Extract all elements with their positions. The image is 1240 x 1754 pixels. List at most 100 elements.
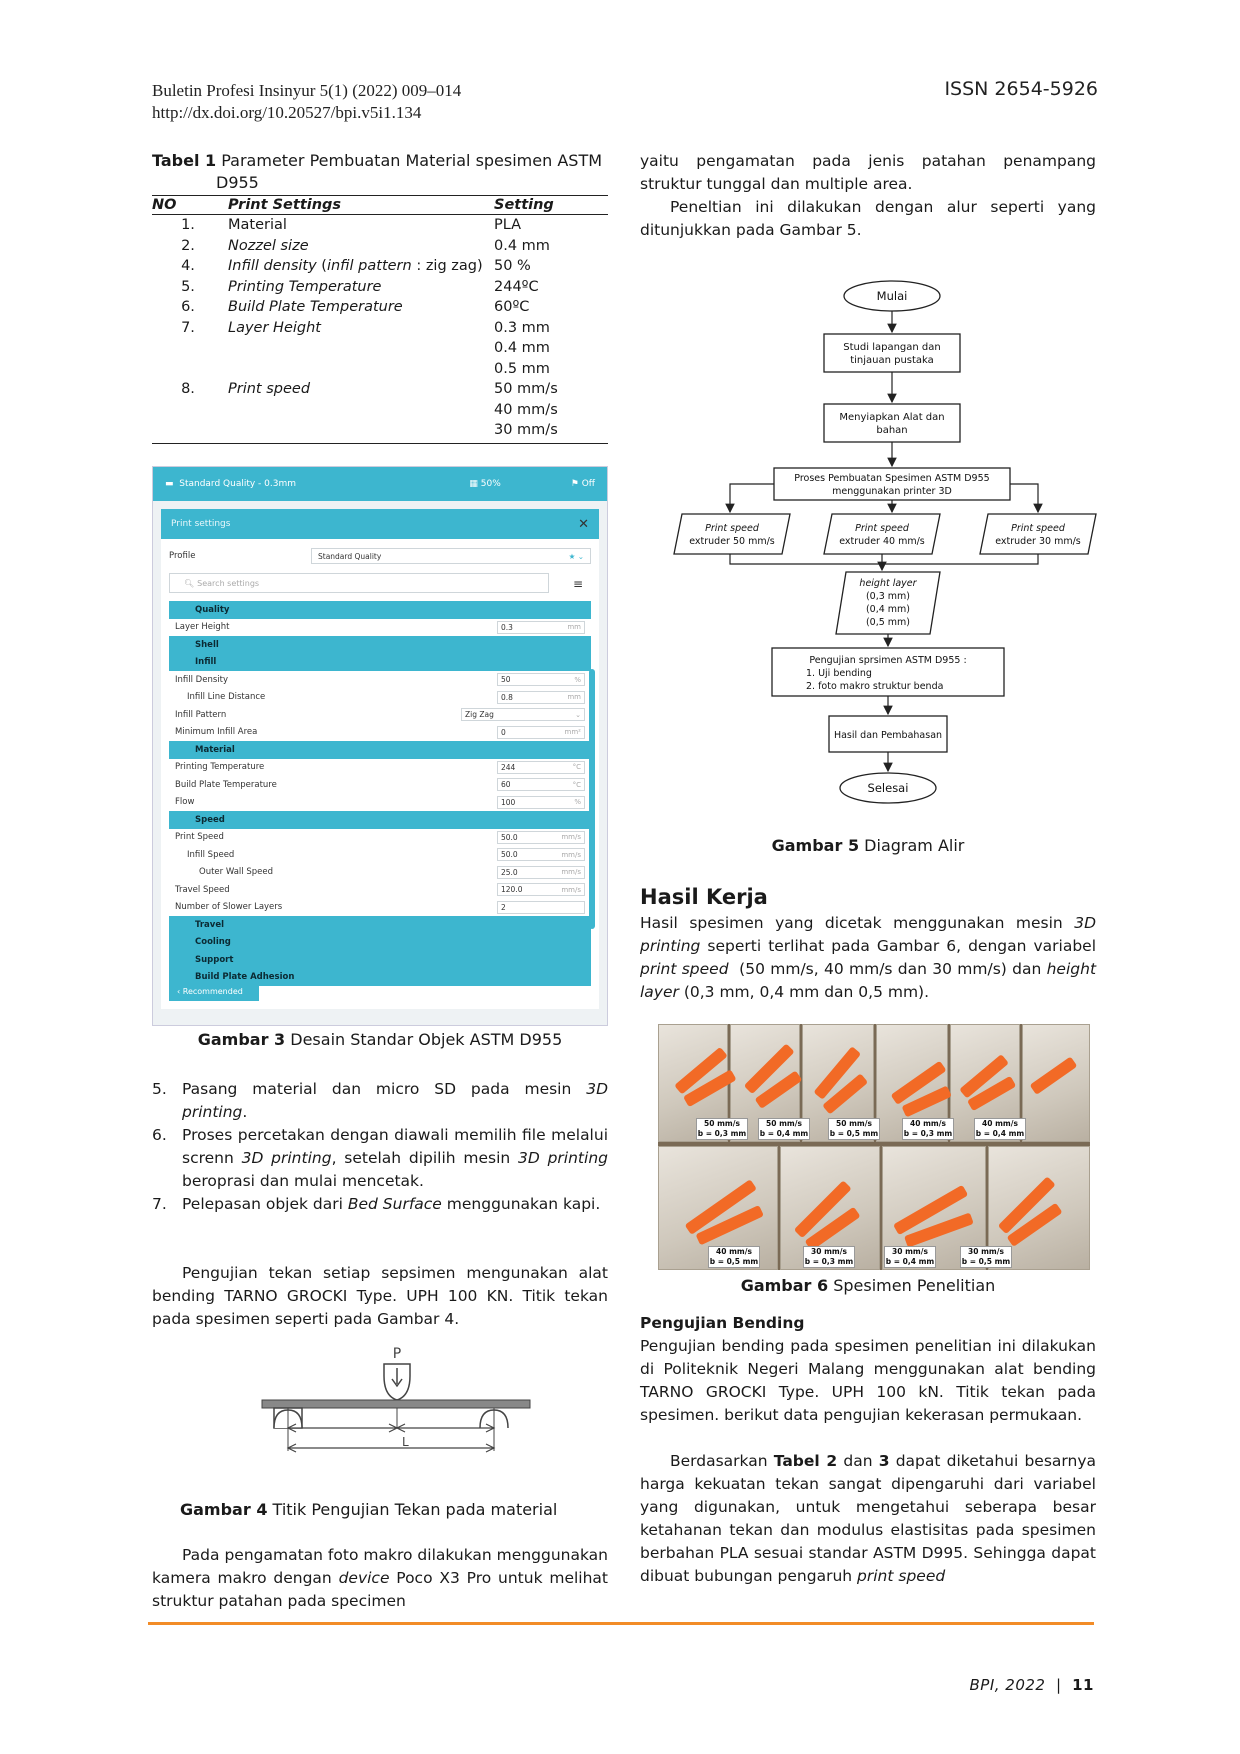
flow-end-label: Selesai	[868, 781, 909, 795]
setting-label: Infill Pattern	[175, 709, 227, 720]
doi-link[interactable]: http://dx.doi.org/10.20527/bpi.v5i1.134	[152, 103, 422, 122]
flow-start-label: Mulai	[877, 289, 908, 303]
flow-end	[839, 772, 937, 804]
table-caption-text: Parameter Pembuatan Material spesimen AS…	[221, 151, 603, 170]
settings-category-quality[interactable]: Quality	[169, 601, 591, 619]
support-indicator: ⚑ Off	[570, 479, 595, 489]
settings-category-speed[interactable]: Speed	[169, 811, 591, 829]
figure-4-caption: Gambar 4 Titik Pengujian Tekan pada mate…	[180, 1500, 558, 1519]
cell-setting-value: 30 mm/s	[494, 420, 608, 444]
steps-list-wrap: 5.Pasang material dan micro SD pada mesi…	[152, 1078, 608, 1216]
flow-prepare-label-2: bahan	[876, 425, 907, 436]
cell-setting-name	[224, 338, 494, 359]
paragraph-fracture: yaitu pengamatan pada jenis patahan pena…	[640, 152, 1096, 193]
cell-setting-value: 0.4 mm	[494, 340, 550, 356]
cell-setting-value: 40 mm/s	[494, 401, 558, 418]
setting-infill-pattern[interactable]: Infill Pattern Zig Zag⌄	[169, 706, 591, 724]
table-label: Tabel 1	[152, 151, 217, 170]
setting-value-field[interactable]: 100%	[497, 795, 585, 809]
search-icon: 🔍︎	[184, 578, 195, 588]
table-row: 40 mm/s	[152, 400, 608, 421]
flow-study	[823, 333, 961, 373]
profile-select[interactable]: Standard Quality★ ⌄	[311, 548, 591, 564]
cell-no: 8.	[181, 381, 195, 397]
cell-setting-name: Print speed	[228, 381, 311, 397]
scrollbar[interactable]	[589, 669, 595, 929]
settings-category-support[interactable]: Support	[169, 951, 591, 969]
search-settings-input[interactable]: 🔍︎Search settings	[169, 573, 549, 593]
setting-value-field[interactable]: 2	[497, 900, 585, 914]
paragraph-flow-intro: Peneltian ini dilakukan dengan alur sepe…	[640, 198, 1096, 239]
setting-value-field[interactable]: 244°C	[497, 760, 585, 774]
setting-value-field[interactable]: 60°C	[497, 778, 585, 792]
close-icon[interactable]: ✕	[578, 516, 589, 532]
settings-category-infill[interactable]: Infill	[169, 653, 591, 671]
flow-layer-label-1: height layer	[859, 578, 917, 589]
flow-speed-30-label-2: extruder 30 mm/s	[995, 536, 1081, 547]
col-header-print-settings: Print Settings	[224, 195, 494, 215]
setting-value-field[interactable]: 50%	[497, 673, 585, 687]
cell-setting-name	[224, 359, 494, 380]
print-settings-panel-header: Print settings ✕	[161, 509, 599, 539]
flow-layer-label-2: (0,3 mm)	[866, 591, 910, 602]
flow-speed-40	[823, 513, 941, 555]
settings-category-material[interactable]: Material	[169, 741, 591, 759]
cell-setting-value: 244ºC	[494, 278, 539, 295]
settings-category-build-plate-adhesion[interactable]: Build Plate Adhesion	[169, 968, 591, 986]
setting-value-field[interactable]: Zig Zag⌄	[461, 708, 585, 722]
cell-no: 2.	[181, 237, 195, 254]
settings-category-cooling[interactable]: Cooling	[169, 933, 591, 951]
page-number: 11	[1072, 1676, 1094, 1694]
journal-citation: Buletin Profesi Insinyur 5(1) (2022) 009…	[152, 81, 462, 100]
table-row: 4.Infill density (infil pattern : zig za…	[152, 256, 608, 277]
table-row: 30 mm/s	[152, 420, 608, 444]
flow-prepare	[823, 403, 961, 443]
flow-test-label-1: Pengujian sprsimen ASTM D955 :	[809, 655, 966, 666]
paragraph-analysis: Berdasarkan Tabel 2 dan 3 dapat diketahu…	[640, 1452, 1097, 1585]
flow-study-label-1: Studi lapangan dan	[843, 342, 940, 353]
cell-setting-name: Infill density (infil pattern : zig zag)	[228, 258, 483, 274]
settings-category-shell[interactable]: Shell	[169, 636, 591, 654]
print-settings-panel: Profile Standard Quality★ ⌄ 🔍︎Search set…	[161, 539, 599, 1009]
settings-category-travel[interactable]: Travel	[169, 916, 591, 934]
flow-process-label-2: menggunakan printer 3D	[832, 486, 952, 497]
setting-label: Outer Wall Speed	[199, 867, 273, 878]
flow-study-label-2: tinjauan pustaka	[850, 355, 934, 366]
recommended-button[interactable]: ‹ Recommended	[169, 981, 259, 1001]
cell-setting-value: PLA	[494, 217, 522, 233]
menu-icon[interactable]: ≡	[572, 577, 583, 591]
specimen-bar	[261, 1399, 531, 1409]
flow-layer-label-4: (0,5 mm)	[866, 617, 910, 628]
flow-testing	[771, 647, 1005, 697]
print-settings-screenshot: ▬ Standard Quality - 0.3mm ▦ 50% ⚑ Off P…	[152, 466, 608, 1026]
